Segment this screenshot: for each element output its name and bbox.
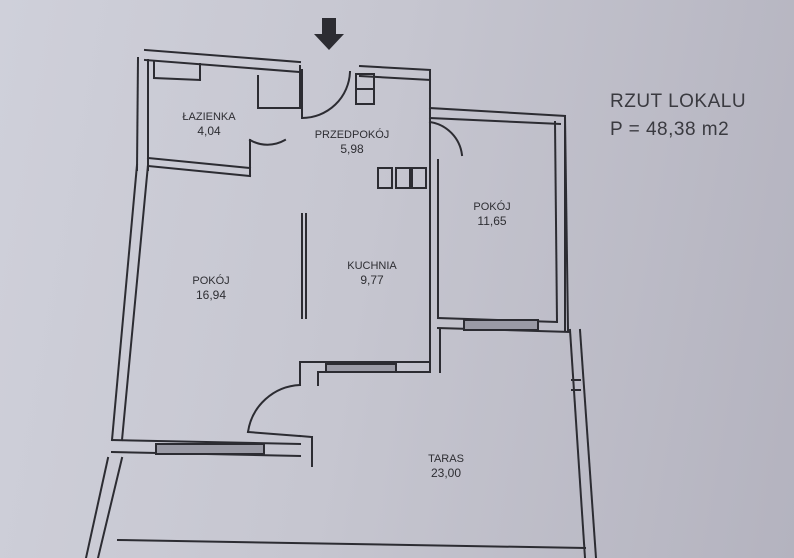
room-label-living-room: POKÓJ 16,94 xyxy=(192,274,229,302)
room-area: 23,00 xyxy=(430,466,462,480)
room-label-bathroom: ŁAZIENKA 4,04 xyxy=(182,110,235,138)
exterior-right-wall xyxy=(564,115,581,391)
room-name: POKÓJ xyxy=(192,275,230,287)
plan-title-line-1: RZUT LOKALU xyxy=(610,91,747,112)
room-name: POKÓJ xyxy=(473,201,511,213)
room-left-lower-wall xyxy=(110,438,302,458)
room-area: 16,94 xyxy=(195,288,227,302)
terrace-outline xyxy=(84,328,598,558)
room-name: KUCHNIA xyxy=(347,260,397,272)
room-area: 5,98 xyxy=(340,142,364,156)
interior-walls xyxy=(301,117,464,319)
room-name: ŁAZIENKA xyxy=(182,111,236,123)
kitchen-lower-walls xyxy=(299,317,431,386)
plan-title: RZUT LOKALU P = 48,38 m2 xyxy=(610,88,746,144)
room-label-terrace: TARAS 23,00 xyxy=(428,452,464,480)
room-area: 9,77 xyxy=(360,273,384,287)
outer-wall-top xyxy=(143,48,567,126)
room-label-kitchen: KUCHNIA 9,77 xyxy=(347,259,397,287)
room-area: 4,04 xyxy=(197,124,221,138)
plan-total-area: P = 48,38 m2 xyxy=(610,119,730,140)
room-name: TARAS xyxy=(428,453,464,465)
terrace-door xyxy=(246,383,314,467)
room-label-hallway: PRZEDPOKÓJ 5,98 xyxy=(315,128,390,156)
entrance-door xyxy=(300,69,375,120)
room-name: PRZEDPOKÓJ xyxy=(314,129,390,141)
room-label-bedroom: POKÓJ 11,65 xyxy=(473,200,510,228)
outer-wall-left xyxy=(110,56,150,442)
room-area: 11,65 xyxy=(477,214,507,228)
entrance-arrow-icon xyxy=(314,18,344,50)
bathroom-walls xyxy=(146,61,301,178)
